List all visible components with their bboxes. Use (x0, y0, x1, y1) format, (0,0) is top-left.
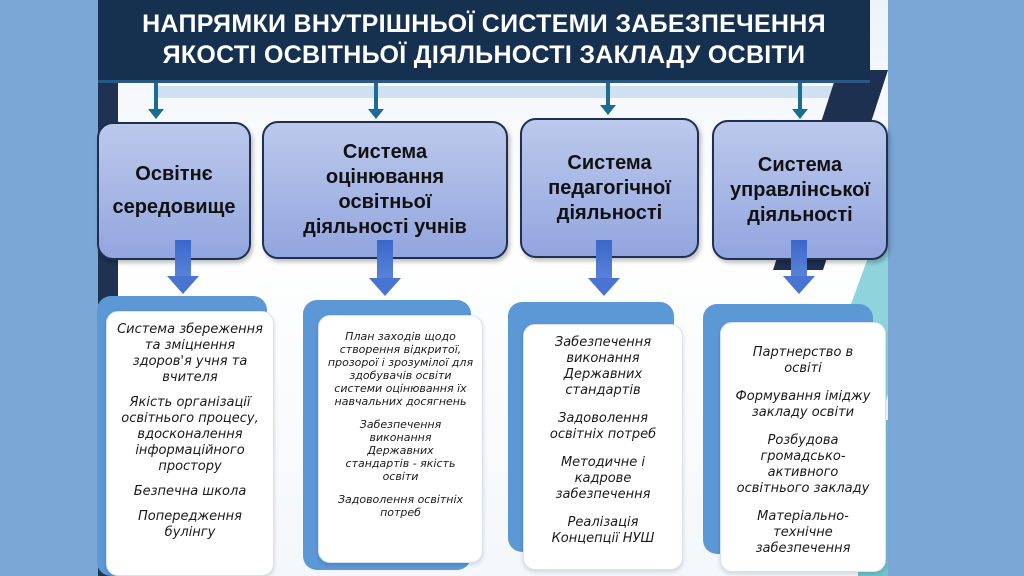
panel-item: Система збереження та зміцнення здоров'я… (117, 322, 263, 385)
slide-title: НАПРЯМКИ ВНУТРІШНЬОЇ СИСТЕМИ ЗАБЕЗПЕЧЕНН… (98, 0, 870, 83)
panel-item: Задоволення освітніх потреб (549, 411, 657, 442)
decor-band (158, 86, 838, 98)
panel-item: Формування іміджу закладу освіти (735, 389, 871, 420)
category-arrow-3 (588, 240, 620, 296)
category-heading-line: Система (567, 151, 652, 174)
category-heading-line: освітньої (338, 191, 432, 213)
panel-item: Забезпечення виконання Державних стандар… (345, 418, 456, 483)
category-box-assessment: Система оцінювання освітньої діяльності … (262, 121, 508, 259)
connector-arrow-2 (368, 83, 384, 119)
category-heading-line: оцінювання (325, 166, 445, 188)
panel-item: Реалізація Концепції НУШ (551, 515, 655, 546)
category-heading-line: Система (342, 141, 428, 163)
category-box-management: Система управлінської діяльності (712, 120, 888, 260)
category-heading-line: управлінської (730, 178, 870, 201)
panel-item: Методичне і кадрове забезпечення (555, 455, 651, 502)
panel-item: План заходів щодо створення відкритої, п… (327, 330, 474, 408)
category-arrow-1 (167, 240, 199, 294)
connector-arrow-1 (148, 83, 164, 119)
category-heading-line: діяльності (747, 203, 853, 226)
category-heading-line: діяльності (556, 201, 663, 224)
connector-arrow-4 (792, 83, 808, 119)
category-heading-line: педагогічної (548, 176, 671, 199)
category-heading-line: Система (757, 153, 843, 176)
panel-item: Матеріально-технічне забезпечення (755, 509, 851, 556)
category-heading-line: Освітнє (135, 163, 213, 185)
category-box-environment: Освітнє середовище (97, 122, 251, 260)
connector-arrow-3 (600, 83, 616, 115)
panel-pedagogical: Забезпечення виконання Державних стандар… (523, 324, 683, 570)
panel-management: Партнерство в освіті Формування іміджу з… (720, 322, 886, 572)
panel-item: Безпечна школа (133, 484, 247, 499)
panel-item: Якість організації освітнього процесу, в… (121, 395, 259, 474)
panel-item: Розбудова громадсько-активного освітньог… (736, 433, 870, 496)
title-line-1: НАПРЯМКИ ВНУТРІШНЬОЇ СИСТЕМИ ЗАБЕЗПЕЧЕНН… (142, 10, 826, 38)
panel-item: Попередження булінгу (138, 509, 242, 540)
panel-item: Забезпечення виконання Державних стандар… (554, 335, 652, 398)
title-line-2: ЯКОСТІ ОСВІТНЬОЇ ДІЯЛЬНОСТІ ЗАКЛАДУ ОСВІ… (162, 41, 806, 69)
category-arrow-4 (783, 240, 815, 294)
category-arrow-2 (369, 240, 401, 296)
panel-item: Задоволення освітніх потреб (337, 493, 464, 519)
panel-assessment: План заходів щодо створення відкритої, п… (318, 315, 483, 563)
panel-item: Партнерство в освіті (752, 345, 854, 376)
panel-environment: Система збереження та зміцнення здоров'я… (106, 311, 274, 576)
category-box-pedagogical: Система педагогічної діяльності (520, 118, 699, 258)
category-heading-line: середовище (112, 196, 236, 218)
category-heading-line: діяльності учнів (303, 216, 467, 238)
